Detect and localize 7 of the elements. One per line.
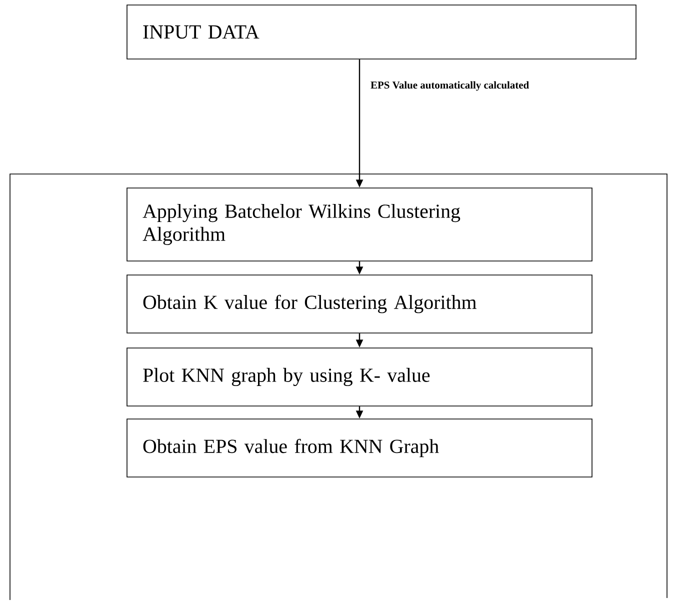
frame — [10, 174, 668, 600]
process-box: Obtain EPS value from KNN Graph — [126, 418, 592, 478]
edge-label: EPS Value automatically calculated — [370, 81, 529, 91]
process-box: Obtain K value for Clustering Algorithm — [126, 274, 592, 334]
process-box: Plot KNN graph by using K- value — [126, 348, 592, 406]
process-box: INPUT DATA — [126, 4, 636, 60]
process-box: Applying Batchelor Wilkins Clustering Algorithm — [126, 188, 592, 262]
